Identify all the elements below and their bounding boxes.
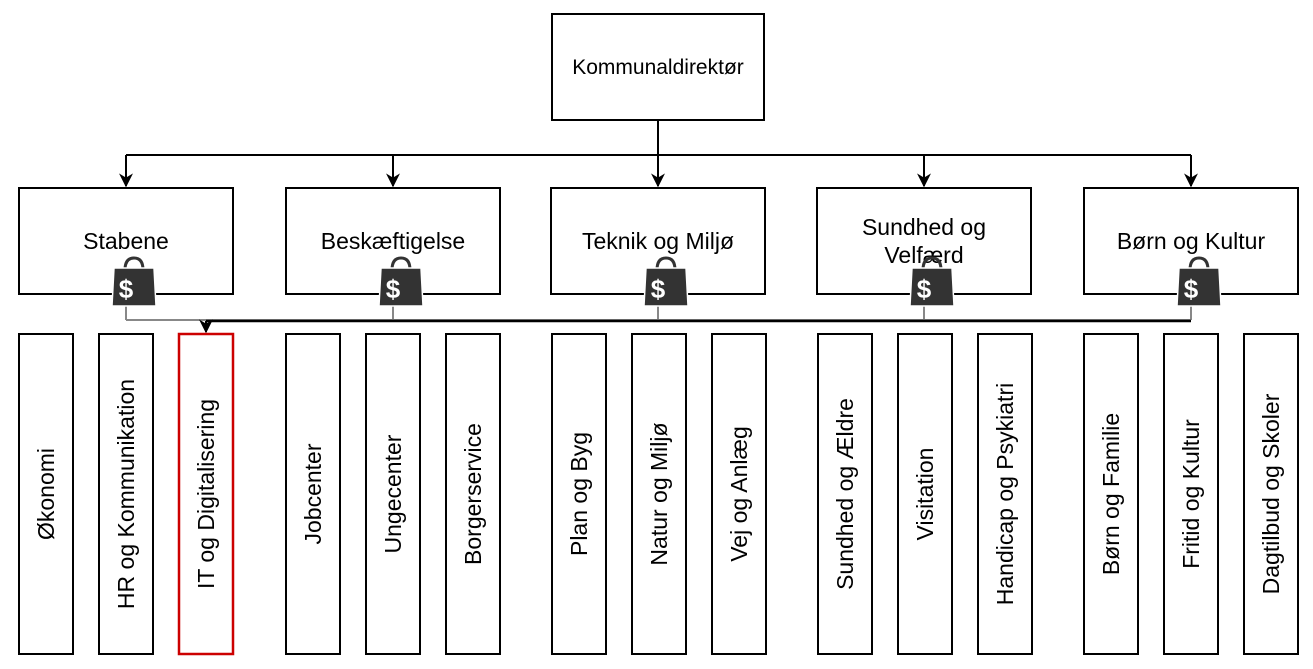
department-label: Beskæftigelse [321, 228, 465, 254]
unit-box[interactable] [445, 333, 501, 655]
unit-label: Plan og Byg [566, 432, 592, 556]
dollar-symbol: $ [1184, 274, 1199, 304]
unit-node[interactable]: Fritid og Kultur [1163, 333, 1219, 655]
unit-box[interactable] [897, 333, 953, 655]
unit-box-highlighted[interactable] [177, 332, 235, 656]
department-row: Stabene$Beskæftigelse$Teknik og Miljø$Su… [18, 187, 1299, 307]
department-node[interactable]: Børn og Kultur $ [1083, 187, 1299, 307]
unit-node[interactable]: Børn og Familie [1083, 333, 1139, 655]
department-node[interactable]: Stabene $ [18, 187, 234, 307]
unit-node[interactable]: Jobcenter [285, 333, 341, 655]
unit-label: Handicap og Psykiatri [992, 383, 1018, 605]
department-node[interactable]: Teknik og Miljø $ [550, 187, 766, 307]
unit-node[interactable]: Økonomi [18, 333, 74, 655]
dollar-symbol: $ [651, 274, 666, 304]
unit-box[interactable] [551, 333, 607, 655]
unit-row: Økonomi HR og Kommunikation IT og Digitali… [18, 332, 1299, 656]
unit-label: Visitation [912, 448, 938, 541]
unit-node[interactable]: Ungecenter [365, 333, 421, 655]
department-node[interactable]: Beskæftigelse $ [285, 187, 501, 307]
unit-label: HR og Kommunikation [113, 379, 139, 609]
unit-node[interactable]: HR og Kommunikation [98, 333, 154, 655]
unit-box[interactable] [977, 333, 1033, 655]
money-bag-icon: $ [643, 256, 689, 307]
unit-box[interactable] [18, 333, 74, 655]
unit-box[interactable] [98, 333, 154, 655]
unit-box[interactable] [365, 333, 421, 655]
department-label: Teknik og Miljø [582, 228, 734, 254]
unit-label: Vej og Anlæg [726, 426, 752, 562]
unit-node[interactable]: Borgerservice [445, 333, 501, 655]
dollar-symbol: $ [119, 274, 134, 304]
unit-label: Fritid og Kultur [1178, 419, 1204, 569]
unit-box[interactable] [817, 333, 873, 655]
unit-node[interactable]: Visitation [897, 333, 953, 655]
connectors [119, 120, 1198, 334]
unit-box[interactable] [1243, 333, 1299, 655]
money-bag-icon: $ [378, 256, 424, 307]
unit-node[interactable]: Dagtilbud og Skoler [1243, 333, 1299, 655]
money-bag-icon: $ [1176, 256, 1222, 307]
unit-label: Økonomi [33, 448, 59, 540]
money-bag-icon: $ [111, 256, 157, 307]
unit-label: Borgerservice [460, 423, 486, 565]
unit-node[interactable]: Handicap og Psykiatri [977, 333, 1033, 655]
unit-label: Sundhed og Ældre [832, 398, 858, 590]
root-box[interactable] [551, 13, 765, 121]
unit-box[interactable] [631, 333, 687, 655]
unit-node[interactable]: Plan og Byg [551, 333, 607, 655]
department-label: Stabene [83, 228, 169, 254]
unit-box[interactable] [1163, 333, 1219, 655]
unit-label: Dagtilbud og Skoler [1258, 393, 1284, 594]
unit-box[interactable] [285, 333, 341, 655]
unit-label: Jobcenter [300, 443, 326, 544]
unit-node[interactable]: IT og Digitalisering [177, 332, 235, 656]
unit-node[interactable]: Sundhed og Ældre [817, 333, 873, 655]
department-label: Børn og Kultur [1117, 228, 1266, 254]
unit-label: Ungecenter [380, 434, 406, 553]
unit-node[interactable]: Natur og Miljø [631, 333, 687, 655]
root-label: Kommunaldirektør [572, 56, 744, 79]
root-node[interactable]: Kommunaldirektør [551, 13, 765, 121]
dollar-symbol: $ [917, 274, 932, 304]
unit-label: Natur og Miljø [646, 422, 672, 565]
unit-node[interactable]: Vej og Anlæg [711, 333, 767, 655]
money-bag-icon: $ [909, 256, 955, 307]
dollar-symbol: $ [386, 274, 401, 304]
unit-label: IT og Digitalisering [193, 399, 219, 589]
unit-box[interactable] [1083, 333, 1139, 655]
department-label: Sundhed og [862, 214, 986, 240]
unit-box[interactable] [711, 333, 767, 655]
unit-label: Børn og Familie [1098, 413, 1124, 575]
